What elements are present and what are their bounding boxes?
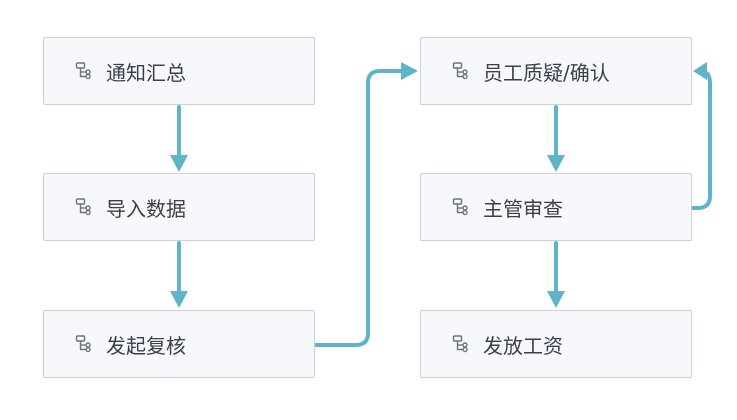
arrowhead-supervisor [547,155,565,172]
edge-review-to-confirm [314,69,407,347]
arrowhead-payout [547,291,565,308]
arrowhead-loop [693,62,707,80]
arrowhead-confirm [401,62,418,80]
arrowhead-review [170,291,188,308]
node-label: 导入数据 [106,196,186,221]
process-icon [452,335,468,353]
process-icon [452,198,468,216]
edge-supervisor-back-to-confirm [691,69,712,210]
node-label: 发起复核 [106,333,186,358]
process-icon [75,198,91,216]
node-supervisor-review[interactable]: 主管审查 [420,173,692,241]
node-label: 员工质疑/确认 [483,60,610,85]
node-initiate-review[interactable]: 发起复核 [43,310,315,378]
process-icon [75,335,91,353]
node-payout[interactable]: 发放工资 [420,310,692,378]
node-label: 主管审查 [483,196,563,221]
node-label: 通知汇总 [106,60,186,85]
node-employee-confirm[interactable]: 员工质疑/确认 [420,37,692,105]
arrowhead-import [170,155,188,172]
node-notify-summary[interactable]: 通知汇总 [43,37,315,105]
node-label: 发放工资 [483,333,563,358]
node-import-data[interactable]: 导入数据 [43,173,315,241]
process-icon [452,62,468,80]
process-icon [75,62,91,80]
